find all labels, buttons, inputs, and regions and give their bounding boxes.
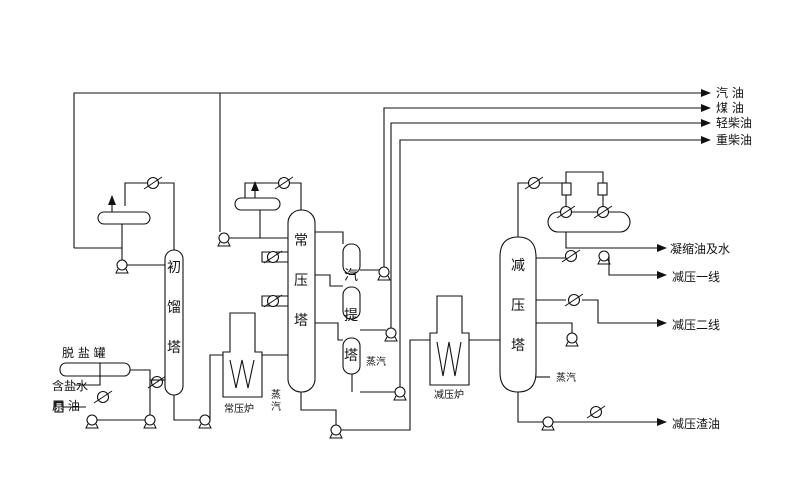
- product-lines: [73, 89, 711, 393]
- prefractionator-section: [74, 176, 212, 429]
- desalter-pump: [143, 414, 157, 429]
- atm-tower-section: [217, 176, 430, 439]
- atm-reflux-pump: [217, 232, 231, 247]
- vac-residue-hx: [586, 405, 606, 419]
- vac-furnace: [429, 295, 470, 386]
- vac-draw-2-hx: [564, 293, 584, 307]
- crude-heat-exchanger: [93, 390, 113, 404]
- kerosene-label: 煤 油: [716, 101, 744, 115]
- preheat-exchanger: [147, 375, 167, 389]
- crude-pump: [85, 414, 99, 429]
- pump-around-1-hx: [263, 250, 283, 264]
- vac-cut-2-label: 减压二线: [672, 318, 720, 332]
- atm-bottoms: [300, 392, 337, 430]
- atm-steam-label: 蒸汽: [271, 389, 281, 413]
- desalter-outlet: [130, 369, 151, 388]
- atm-residue-line: [341, 339, 430, 431]
- prefrac-bottoms-pump: [198, 414, 212, 429]
- condensate-label: 凝缩油及水: [670, 241, 730, 256]
- light-diesel-label: 轻柴油: [716, 116, 752, 130]
- crude-oil-label: 原 油: [52, 399, 80, 413]
- vac-steam-label: 蒸汽: [556, 371, 576, 384]
- kerosene-pump: [377, 266, 391, 281]
- heavy-diesel-label: 重柴油: [716, 133, 752, 147]
- condensate-line: [565, 232, 667, 252]
- heavy-diesel-pump: [393, 386, 407, 401]
- light-diesel-line: [390, 119, 711, 333]
- labels: 汽 油 煤 油 轻柴油 重柴油 凝缩油及水 减压一线 减压二线 减压渣油 脱 盐…: [52, 85, 752, 431]
- light-diesel-pump: [384, 327, 398, 342]
- stripper-1: [342, 243, 361, 275]
- desalter-section: [54, 362, 167, 429]
- prefrac-reflux-drum: [97, 211, 151, 225]
- stripper-steam-label: 蒸汽: [366, 355, 386, 368]
- vac-overhead: [517, 182, 566, 237]
- side-draw-1: [315, 231, 344, 244]
- vac-residue-label: 减压渣油: [672, 417, 720, 431]
- stripper-label: 汽提塔: [344, 268, 358, 364]
- vac-tower-label: 减压塔: [511, 258, 525, 354]
- salt-water-label: 含盐水: [52, 378, 88, 393]
- side-draw-2: [315, 274, 343, 287]
- side-draw-3: [315, 322, 343, 341]
- gasoline-label: 汽 油: [716, 85, 744, 100]
- vac-condenser-drum: [547, 211, 631, 233]
- atm-overhead: [244, 182, 302, 210]
- vac-tower-section: [499, 171, 667, 431]
- prefrac-reflux-pump: [115, 259, 129, 274]
- pump-around-2-hx: [263, 294, 283, 308]
- atm-furnace-coil: [229, 359, 255, 389]
- vac-tower: [499, 236, 537, 393]
- prefractionator-label: 初馏塔: [167, 259, 181, 356]
- ejector-down: [565, 195, 604, 212]
- heavy-diesel-line: [399, 136, 711, 393]
- atm-bottoms-pump: [329, 424, 343, 439]
- prefrac-bottoms: [173, 395, 205, 421]
- vac-draw-1-hx: [561, 249, 581, 263]
- atm-tower-label: 常压塔: [294, 233, 308, 329]
- vac-furnace-section: [429, 295, 500, 386]
- ejector-2: [597, 182, 608, 196]
- vac-cut-1-label: 减压一线: [672, 270, 720, 284]
- atm-furnace: [222, 312, 263, 398]
- kerosene-line: [383, 104, 711, 275]
- vac-residue-line: [517, 392, 667, 426]
- vac-furnace-label: 减压炉: [434, 389, 464, 401]
- prefrac-reflux: [121, 224, 165, 266]
- stripper-section: [342, 243, 407, 401]
- vac-draw-3-pump: [565, 332, 579, 347]
- vac-furnace-coil: [436, 341, 462, 377]
- ejector-header: [565, 171, 604, 183]
- vac-residue-pump: [541, 416, 555, 431]
- salt-water-line: [74, 363, 101, 386]
- vac-draw-3: [536, 322, 573, 335]
- furnace-inlet: [209, 354, 223, 420]
- vac-cut-2-line: [582, 299, 667, 327]
- atm-furnace-label: 常压炉: [224, 402, 254, 415]
- desalter-vessel: [59, 362, 131, 377]
- vac-cut-1-line: [608, 256, 667, 279]
- desalter-label: 脱 盐 罐: [62, 345, 106, 360]
- ejector-1: [561, 182, 572, 196]
- stripper-2: [342, 286, 361, 320]
- vac-draw-1-pump: [597, 250, 611, 265]
- atm-reflux-drum: [234, 197, 281, 211]
- gasoline-line: [73, 89, 711, 248]
- atm-furnace-section: [209, 312, 290, 420]
- crude-feed-cap: [54, 401, 64, 413]
